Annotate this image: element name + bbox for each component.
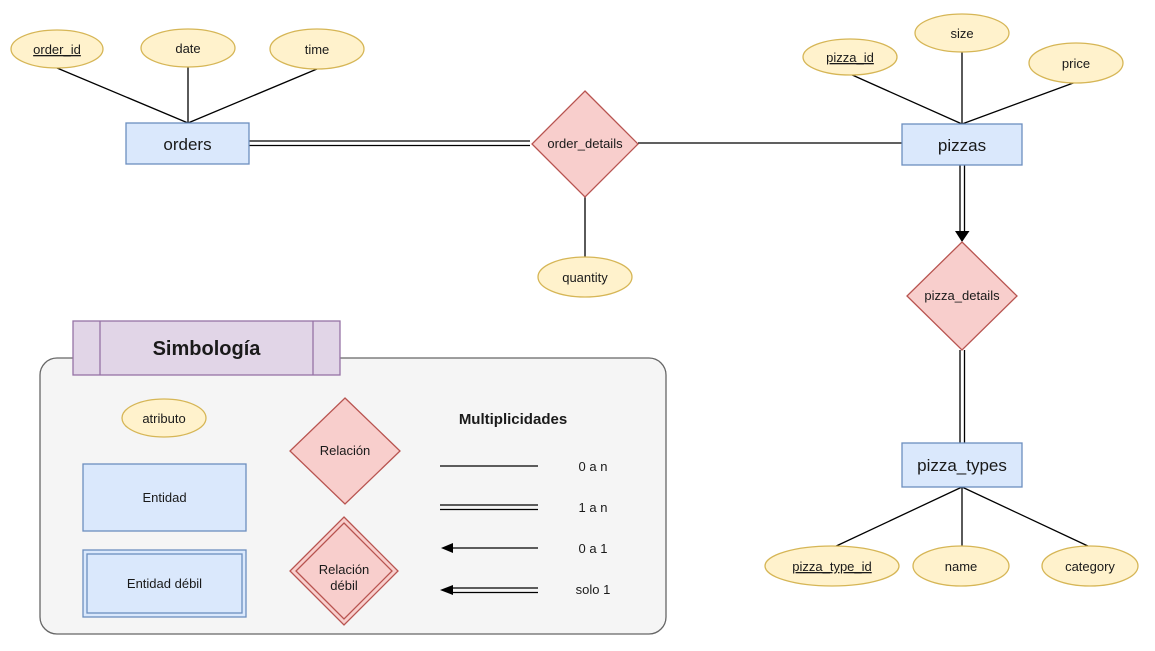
entity-pizza-types-label: pizza_types — [917, 456, 1007, 475]
legend-mult-01: 0 a 1 — [441, 541, 607, 556]
relation-pizza-details: pizza_details — [906, 241, 1018, 351]
legend-mult-0n-label: 0 a n — [579, 459, 608, 474]
legend-weak-relation-label-2: débil — [330, 578, 358, 593]
attribute-pizza-type-id-label: pizza_type_id — [792, 559, 872, 574]
attribute-pizza-id-label: pizza_id — [826, 50, 874, 65]
legend-attribute: atributo — [121, 398, 207, 438]
edges — [56, 52, 1091, 549]
attribute-date: date — [140, 28, 236, 68]
attribute-pizza-id: pizza_id — [802, 38, 898, 76]
relation-pizza-details-label: pizza_details — [924, 288, 1000, 303]
legend-title-label: Simbología — [153, 338, 262, 360]
entity-pizzas: pizzas — [901, 123, 1023, 166]
attribute-price: price — [1028, 42, 1124, 84]
arrow-pizza-details — [955, 231, 970, 242]
attribute-time-label: time — [305, 42, 330, 57]
attribute-category-label: category — [1065, 559, 1115, 574]
legend-weak-relation: Relación débil — [289, 516, 399, 626]
attribute-order-id-label: order_id — [33, 42, 81, 57]
legend-mult-01-label: 0 a 1 — [579, 541, 608, 556]
legend-mult-1n-label: 1 a n — [579, 500, 608, 515]
legend-entity-label: Entidad — [142, 490, 186, 505]
entity-orders: orders — [125, 122, 250, 165]
edge-category — [961, 486, 1091, 548]
entity-pizza-types: pizza_types — [901, 442, 1023, 488]
entity-pizzas-label: pizzas — [938, 136, 986, 155]
entity-orders-label: orders — [163, 135, 211, 154]
legend: Simbología atributo Entidad Entidad débi… — [39, 320, 667, 635]
attribute-date-label: date — [175, 41, 200, 56]
edge-pizza-id — [849, 73, 963, 125]
legend-relation: Relación — [289, 397, 401, 505]
relation-order-details-label: order_details — [547, 136, 623, 151]
legend-title: Simbología — [72, 320, 341, 376]
legend-multiplicities-title: Multiplicidades — [459, 411, 567, 428]
attribute-price-label: price — [1062, 56, 1090, 71]
legend-mult-only1-label: solo 1 — [576, 582, 611, 597]
attribute-order-id: order_id — [10, 29, 104, 69]
attribute-name-label: name — [945, 559, 978, 574]
legend-mult-only1: solo 1 — [440, 582, 610, 597]
attribute-size-label: size — [950, 26, 973, 41]
legend-attribute-label: atributo — [142, 411, 185, 426]
attribute-name: name — [912, 545, 1010, 587]
attribute-time: time — [269, 28, 365, 70]
legend-entity: Entidad — [82, 463, 247, 532]
legend-weak-relation-label-1: Relación — [319, 562, 370, 577]
attribute-quantity-label: quantity — [562, 270, 608, 285]
edge-pizza-type-id — [831, 486, 963, 549]
legend-mult-1n: 1 a n — [440, 500, 607, 515]
legend-mult-0n: 0 a n — [440, 459, 607, 474]
edge-price — [961, 81, 1077, 125]
legend-weak-entity: Entidad débil — [82, 549, 247, 618]
attribute-quantity: quantity — [537, 256, 633, 298]
legend-relation-label: Relación — [320, 443, 371, 458]
attribute-pizza-type-id: pizza_type_id — [764, 545, 900, 587]
relation-order-details: order_details — [531, 90, 639, 198]
edge-order-id — [56, 67, 189, 124]
legend-weak-entity-label: Entidad débil — [127, 576, 202, 591]
attribute-size: size — [914, 13, 1010, 53]
attribute-category: category — [1041, 545, 1139, 587]
edge-time — [187, 68, 318, 124]
